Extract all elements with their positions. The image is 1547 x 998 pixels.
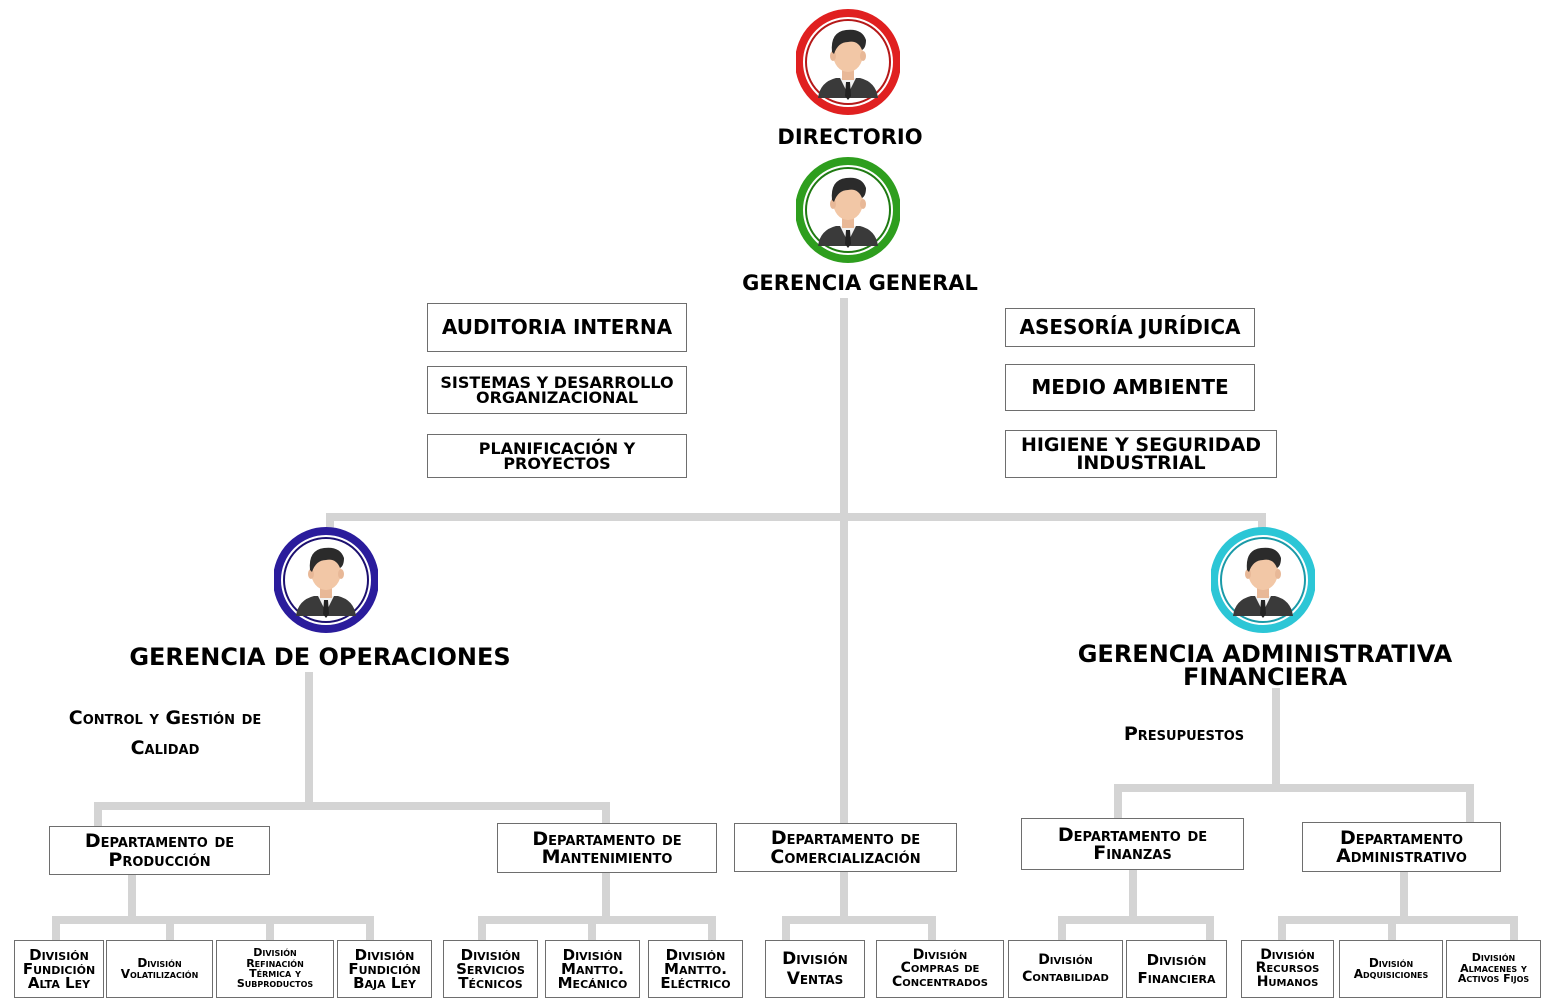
gerencia-administrativa-title: GERENCIA ADMINISTRATIVA FINANCIERA xyxy=(1077,640,1453,691)
division-fundicion-alta-ley: División Fundición Alta Ley xyxy=(14,940,104,998)
staff-sistemas-desarrollo: SISTEMAS Y DESARROLLO ORGANIZACIONAL xyxy=(427,366,687,414)
staff-medio-ambiente: MEDIO AMBIENTE xyxy=(1005,364,1255,411)
person-avatar-icon xyxy=(1211,527,1315,633)
division-servicios-tecnicos: División Servicios Técnicos xyxy=(443,940,538,998)
division-mantto-mecanico: División Mantto. Mecánico xyxy=(545,940,640,998)
department-comercializacion: Departamento de Comercialización xyxy=(734,823,957,872)
division-compras-concentrados: División Compras de Concentrados xyxy=(876,940,1004,998)
division-fundicion-baja-ley: División Fundición Baja Ley xyxy=(337,940,432,998)
person-avatar-icon xyxy=(796,157,900,263)
division-refinacion-termica: División Refinación Térmica y Subproduct… xyxy=(216,940,334,998)
person-avatar-icon xyxy=(796,9,900,115)
department-mantenimiento: Departamento de Mantenimiento xyxy=(497,823,717,873)
division-almacenes-activos-fijos: División Almacenes y Activos Fijos xyxy=(1446,940,1541,998)
department-produccion: Departamento de Producción xyxy=(49,826,270,875)
division-volatilizacion: División Volatilización xyxy=(106,940,213,998)
department-finanzas: Departamento de Finanzas xyxy=(1021,818,1244,870)
division-ventas: División Ventas xyxy=(765,940,865,998)
presupuestos-label: Presupuestos xyxy=(1123,723,1245,745)
person-avatar-icon xyxy=(274,527,378,633)
staff-planificacion: PLANIFICACIÓN Y PROYECTOS xyxy=(427,434,687,478)
department-administrativo: Departamento Administrativo xyxy=(1302,822,1501,872)
staff-asesoria-juridica: ASESORÍA JURÍDICA xyxy=(1005,308,1255,347)
division-recursos-humanos: División Recursos Humanos xyxy=(1241,940,1334,998)
staff-higiene-seguridad: HIGIENE Y SEGURIDAD INDUSTRIAL xyxy=(1005,430,1277,478)
division-adquisiciones: División Adquisiciones xyxy=(1339,940,1443,998)
control-calidad-label: Control y Gestión de Calidad xyxy=(68,707,262,760)
division-mantto-electrico: División Mantto. Eléctrico xyxy=(648,940,743,998)
gerencia-operaciones-title: GERENCIA DE OPERACIONES xyxy=(129,643,511,671)
division-contabilidad: División Contabilidad xyxy=(1008,940,1123,998)
division-financiera: División Financiera xyxy=(1126,940,1227,998)
directorio-title: DIRECTORIO xyxy=(777,125,923,149)
gerencia-general-title: GERENCIA GENERAL xyxy=(742,271,978,295)
staff-auditoria-interna: AUDITORIA INTERNA xyxy=(427,303,687,352)
